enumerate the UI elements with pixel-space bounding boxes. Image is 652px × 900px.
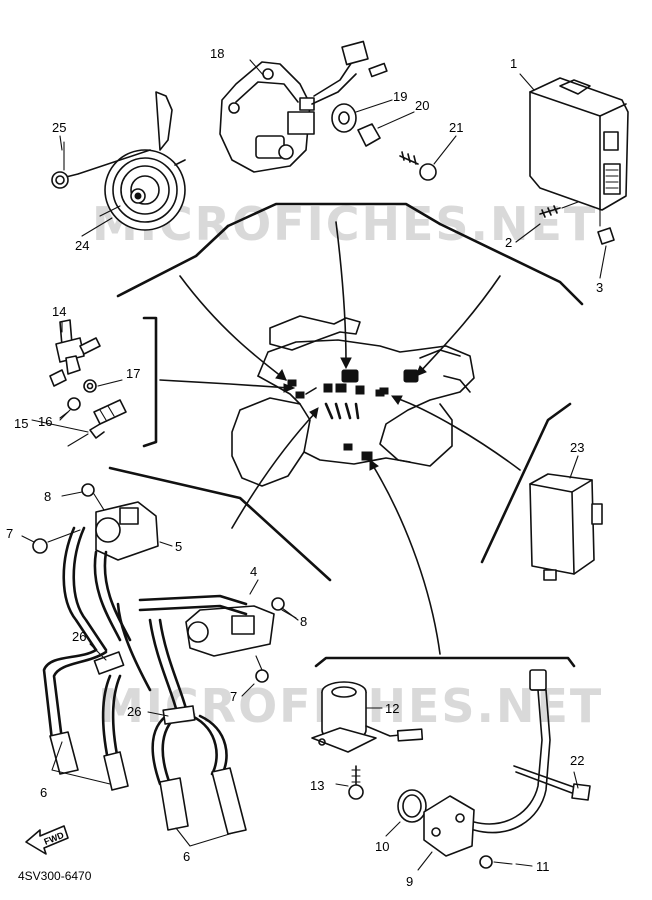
callout-22: 22 (570, 753, 584, 768)
callout-21: 21 (449, 120, 463, 135)
horn-bolt (51, 141, 151, 189)
cdi-bolt (539, 201, 579, 218)
rubber-grommet (331, 103, 357, 133)
callout-26a: 26 (72, 629, 86, 644)
callout-24: 24 (75, 238, 89, 253)
callout-26b: 26 (127, 704, 141, 719)
callout-9: 9 (406, 874, 413, 889)
callout-6b: 6 (183, 849, 190, 864)
callout-13: 13 (310, 778, 324, 793)
relay-unit (529, 473, 603, 581)
horn (104, 91, 186, 231)
spark-plug-caps-left (42, 648, 129, 791)
callout-16: 16 (38, 414, 52, 429)
callout-11: 11 (536, 859, 550, 874)
callout-17: 17 (126, 366, 140, 381)
bracket-left (142, 316, 158, 448)
callout-12: 12 (385, 701, 399, 716)
switch-screw (399, 151, 437, 181)
switch-assembly (219, 40, 388, 173)
bracket-top-right (438, 222, 584, 306)
coil-bolts (32, 483, 297, 683)
speed-sensor (311, 681, 424, 753)
motorcycle-outline (231, 315, 475, 487)
callout-8a: 8 (44, 489, 51, 504)
forward-arrow: FWD (25, 825, 69, 855)
callout-10: 10 (375, 839, 389, 854)
bracket-right (480, 402, 572, 564)
sender-screw (479, 855, 513, 869)
sensor-bolt (348, 765, 364, 800)
gasket-washer (83, 379, 123, 393)
bracket-top-left (116, 224, 230, 298)
bracket-mid-left (108, 466, 332, 582)
callout-19: 19 (393, 89, 407, 104)
callout-leaders (21, 59, 607, 871)
callout-2: 2 (505, 235, 512, 250)
callout-7a: 7 (6, 526, 13, 541)
neutral-switch (49, 319, 101, 387)
leader-arrows (159, 221, 521, 655)
thermo-switch (67, 399, 127, 447)
cdi-unit (529, 77, 629, 211)
cable-tie (513, 765, 591, 801)
ignition-coil-lower (116, 594, 275, 718)
callout-8b: 8 (300, 614, 307, 629)
callout-5: 5 (175, 539, 182, 554)
collar (357, 123, 381, 147)
callout-7b: 7 (230, 689, 237, 704)
ignition-coil-upper (62, 501, 159, 652)
bracket-bottom (314, 656, 576, 668)
callout-6a: 6 (40, 785, 47, 800)
callout-23: 23 (570, 440, 584, 455)
callout-1: 1 (510, 56, 517, 71)
callout-15: 15 (14, 416, 28, 431)
fuel-level-sender (423, 669, 551, 857)
diagram-code: 4SV300-6470 (18, 869, 92, 883)
callout-20: 20 (415, 98, 429, 113)
callout-14: 14 (52, 304, 66, 319)
callout-18: 18 (210, 46, 224, 61)
bracket-top-middle (226, 202, 442, 228)
callout-25: 25 (52, 120, 66, 135)
callout-4: 4 (250, 564, 257, 579)
cdi-nut-plate (597, 189, 615, 245)
sensor-screw (59, 397, 81, 419)
callout-3: 3 (596, 280, 603, 295)
o-ring (397, 789, 427, 823)
spark-plug-caps-right (151, 705, 247, 835)
